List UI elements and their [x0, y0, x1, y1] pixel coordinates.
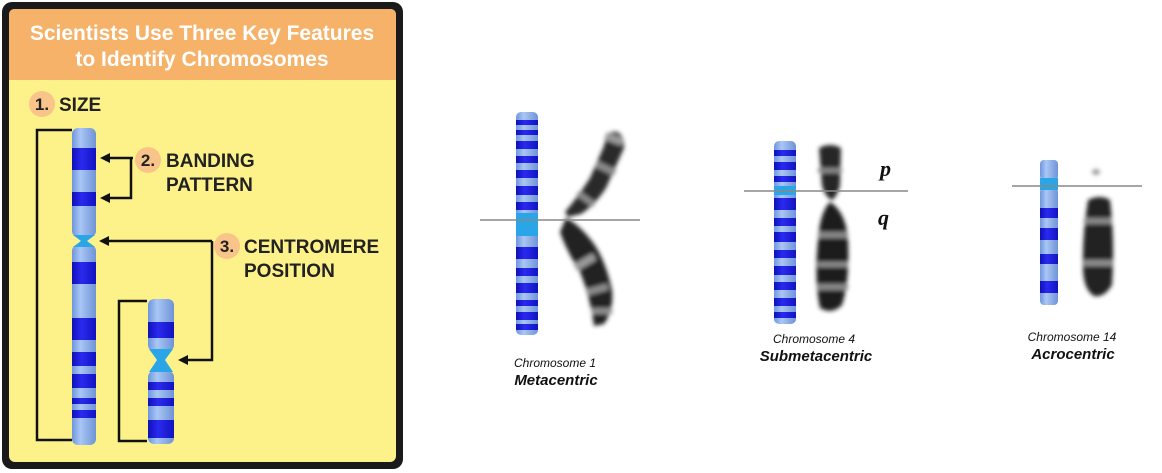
feature3-number: 3. — [220, 237, 234, 256]
number-badge-1 — [29, 91, 55, 117]
number-badge-3 — [214, 233, 240, 259]
chromosome-4-ideogram — [774, 141, 796, 324]
size-bracket-small — [117, 299, 147, 443]
chromosome-1-micrograph — [560, 131, 624, 326]
chromosome-14-group: Chromosome 14 Acrocentric — [1012, 160, 1142, 363]
panel-title-line2: to Identify Chromosomes — [75, 48, 328, 71]
banding-arrow-lower — [100, 158, 133, 203]
chromosome-4-type: Submetacentric — [760, 348, 873, 365]
size-bracket-large — [35, 128, 72, 442]
feature3-label-line2: POSITION — [244, 261, 335, 282]
large-chromosome — [72, 128, 96, 445]
small-chromosome — [148, 299, 174, 444]
feature1-number: 1. — [35, 95, 49, 114]
number-badge-2 — [135, 147, 161, 173]
centromere-arrow-small — [178, 241, 214, 365]
feature2-number: 2. — [141, 151, 155, 170]
chromosome-1-name: Chromosome 1 — [514, 356, 596, 370]
features-panel: Scientists Use Three Key Features to Ide… — [2, 2, 403, 469]
chromosome-1-type: Metacentric — [514, 372, 598, 389]
chromosome-4-micrograph — [816, 145, 849, 311]
p-arm-label: p — [878, 156, 891, 181]
chromosome-14-name: Chromosome 14 — [1028, 330, 1117, 344]
chromosome-4-group: p q Chromosome 4 Submetacentric — [744, 141, 908, 365]
chromosome-1-ideogram — [516, 112, 538, 335]
feature2-label-line1: BANDING — [166, 151, 255, 172]
feature2-label-line2: PATTERN — [166, 175, 253, 196]
panel-title-bar — [9, 9, 396, 80]
panel-title-line1: Scientists Use Three Key Features — [30, 22, 374, 45]
q-arm-label: q — [878, 205, 889, 230]
feature3-label-line1: CENTROMERE — [244, 237, 379, 258]
chromosome-1-group: Chromosome 1 Metacentric — [480, 112, 640, 389]
chromosome-14-type: Acrocentric — [1030, 346, 1115, 363]
feature1-label: SIZE — [59, 95, 101, 116]
chromosome-14-ideogram — [1040, 160, 1058, 305]
panel-body — [9, 9, 396, 462]
chromosome-4-name: Chromosome 4 — [773, 332, 855, 346]
chromosome-14-micrograph — [1082, 169, 1114, 297]
